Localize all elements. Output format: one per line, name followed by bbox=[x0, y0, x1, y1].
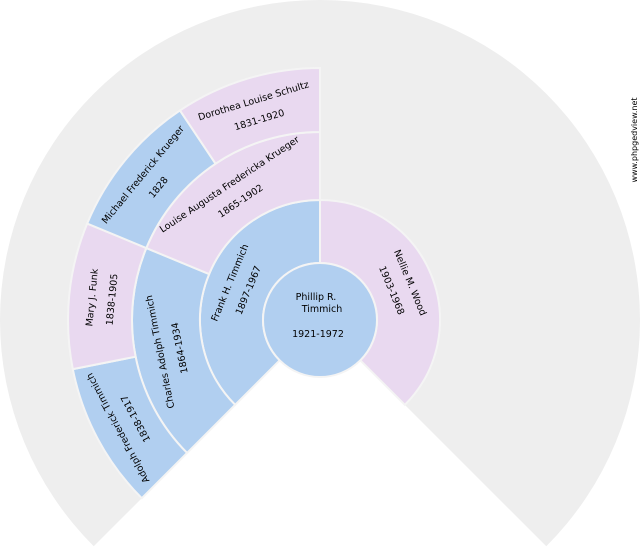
root-name-line1: Phillip R. bbox=[296, 292, 337, 303]
root-name-line2: Timmich bbox=[301, 304, 343, 315]
watermark: www.phpgedview.net bbox=[630, 97, 639, 182]
root-dates: 1921-1972 bbox=[292, 329, 344, 340]
ancestor-dates: 1838-1905 bbox=[104, 273, 120, 326]
root-person-cell[interactable] bbox=[262, 262, 378, 378]
ancestor-cell-background[interactable] bbox=[178, 66, 321, 166]
root-person[interactable]: Phillip R. Timmich 1921-1972 bbox=[262, 262, 378, 378]
